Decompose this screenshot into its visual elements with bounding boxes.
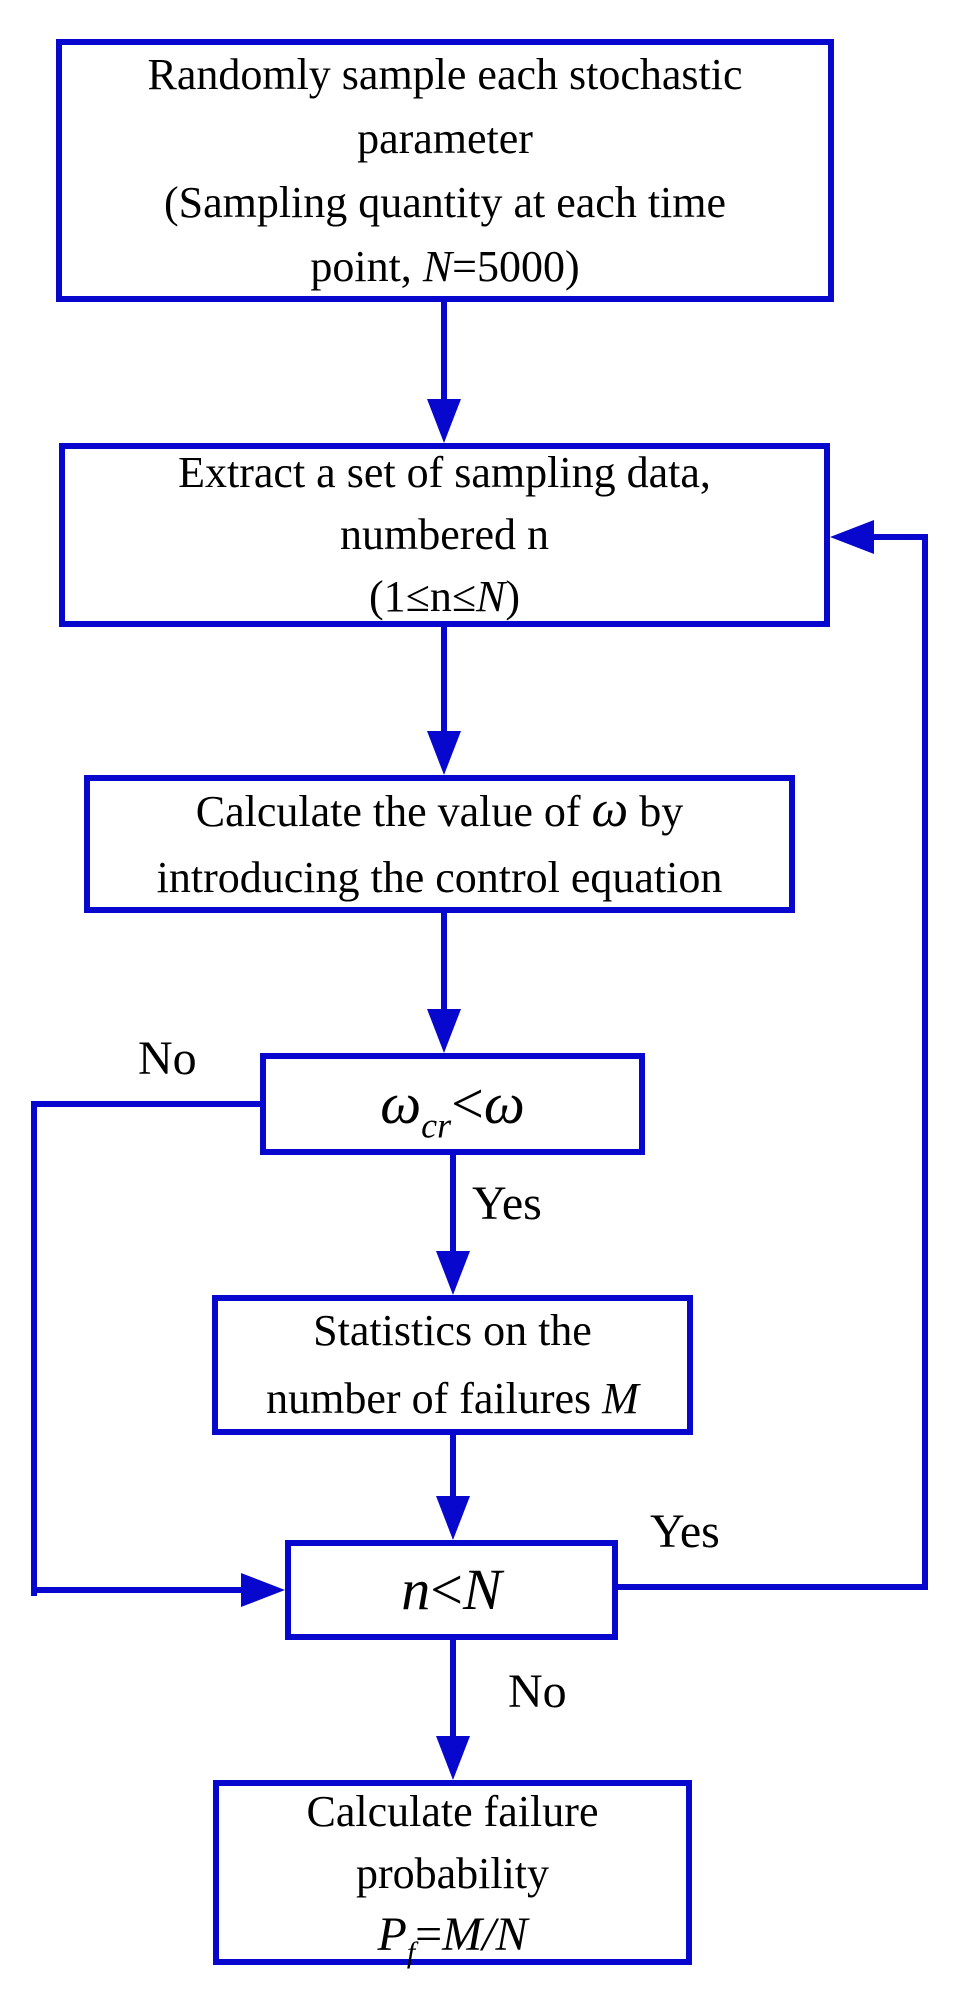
box7-line2: probability (355, 1848, 550, 1898)
box7-line3: Pf=M/N (377, 1907, 528, 1969)
box2-line3: (1≤n≤N) (369, 572, 520, 621)
box6-formula: n<N (401, 1557, 502, 1622)
flow-line-no-branch (31, 1101, 37, 1596)
box-statistics-failures: Statistics on the number of failures M (212, 1295, 693, 1435)
box5-line1: Statistics on the (313, 1306, 592, 1355)
arrowhead-left-icon (830, 520, 874, 554)
flow-line-box6-box7 (450, 1638, 456, 1744)
flow-line-box3-box4 (441, 911, 447, 1015)
decision1-no-label: No (138, 1032, 197, 1085)
box3-line1: Calculate the value of ω by (195, 781, 684, 838)
box-decision-omega: ωcr<ω (260, 1053, 645, 1155)
arrowhead-down-icon (436, 1736, 470, 1780)
flow-line-box2-box3 (441, 625, 447, 737)
arrowhead-down-icon (427, 399, 461, 443)
decision2-no-label: No (508, 1665, 567, 1718)
box1-line1: Randomly sample each stochastic (147, 49, 743, 99)
arrowhead-down-icon (427, 1009, 461, 1053)
box3-line2: introducing the control equation (156, 853, 723, 902)
flow-line-yes-loop (612, 1584, 928, 1590)
box4-formula: ωcr<ω (380, 1071, 525, 1146)
box-extract-sampling-data: Extract a set of sampling data, numbered… (59, 443, 830, 627)
box-randomly-sample: Randomly sample each stochastic paramete… (56, 39, 834, 302)
flow-line-no-branch (31, 1101, 266, 1107)
box7-line1: Calculate failure (306, 1786, 599, 1836)
box1-line2: parameter (357, 113, 533, 163)
arrowhead-down-icon (436, 1251, 470, 1295)
arrowhead-down-icon (427, 731, 461, 775)
arrowhead-right-icon (241, 1573, 285, 1607)
box5-line2: number of failures M (266, 1374, 639, 1423)
box1-line4: point, N=5000) (310, 241, 580, 291)
flow-line-yes-loop (922, 534, 928, 1590)
flow-line-box5-box6 (450, 1433, 456, 1506)
box-failure-probability: Calculate failure probability Pf=M/N (213, 1780, 692, 1969)
box-calculate-omega: Calculate the value of ω by introducing … (84, 775, 795, 913)
decision1-yes-label: Yes (472, 1177, 542, 1230)
box2-line2: numbered n (340, 510, 549, 559)
box-decision-n: n<N (285, 1540, 618, 1640)
flow-line-box1-box2 (441, 300, 447, 408)
box1-line3: (Sampling quantity at each time (163, 177, 727, 227)
flow-line-no-branch (31, 1587, 245, 1593)
flow-line-box4-box5 (450, 1153, 456, 1261)
arrowhead-down-icon (436, 1496, 470, 1540)
box2-line1: Extract a set of sampling data, (178, 448, 711, 497)
flow-line-yes-loop (868, 534, 928, 540)
decision2-yes-label: Yes (650, 1505, 720, 1558)
